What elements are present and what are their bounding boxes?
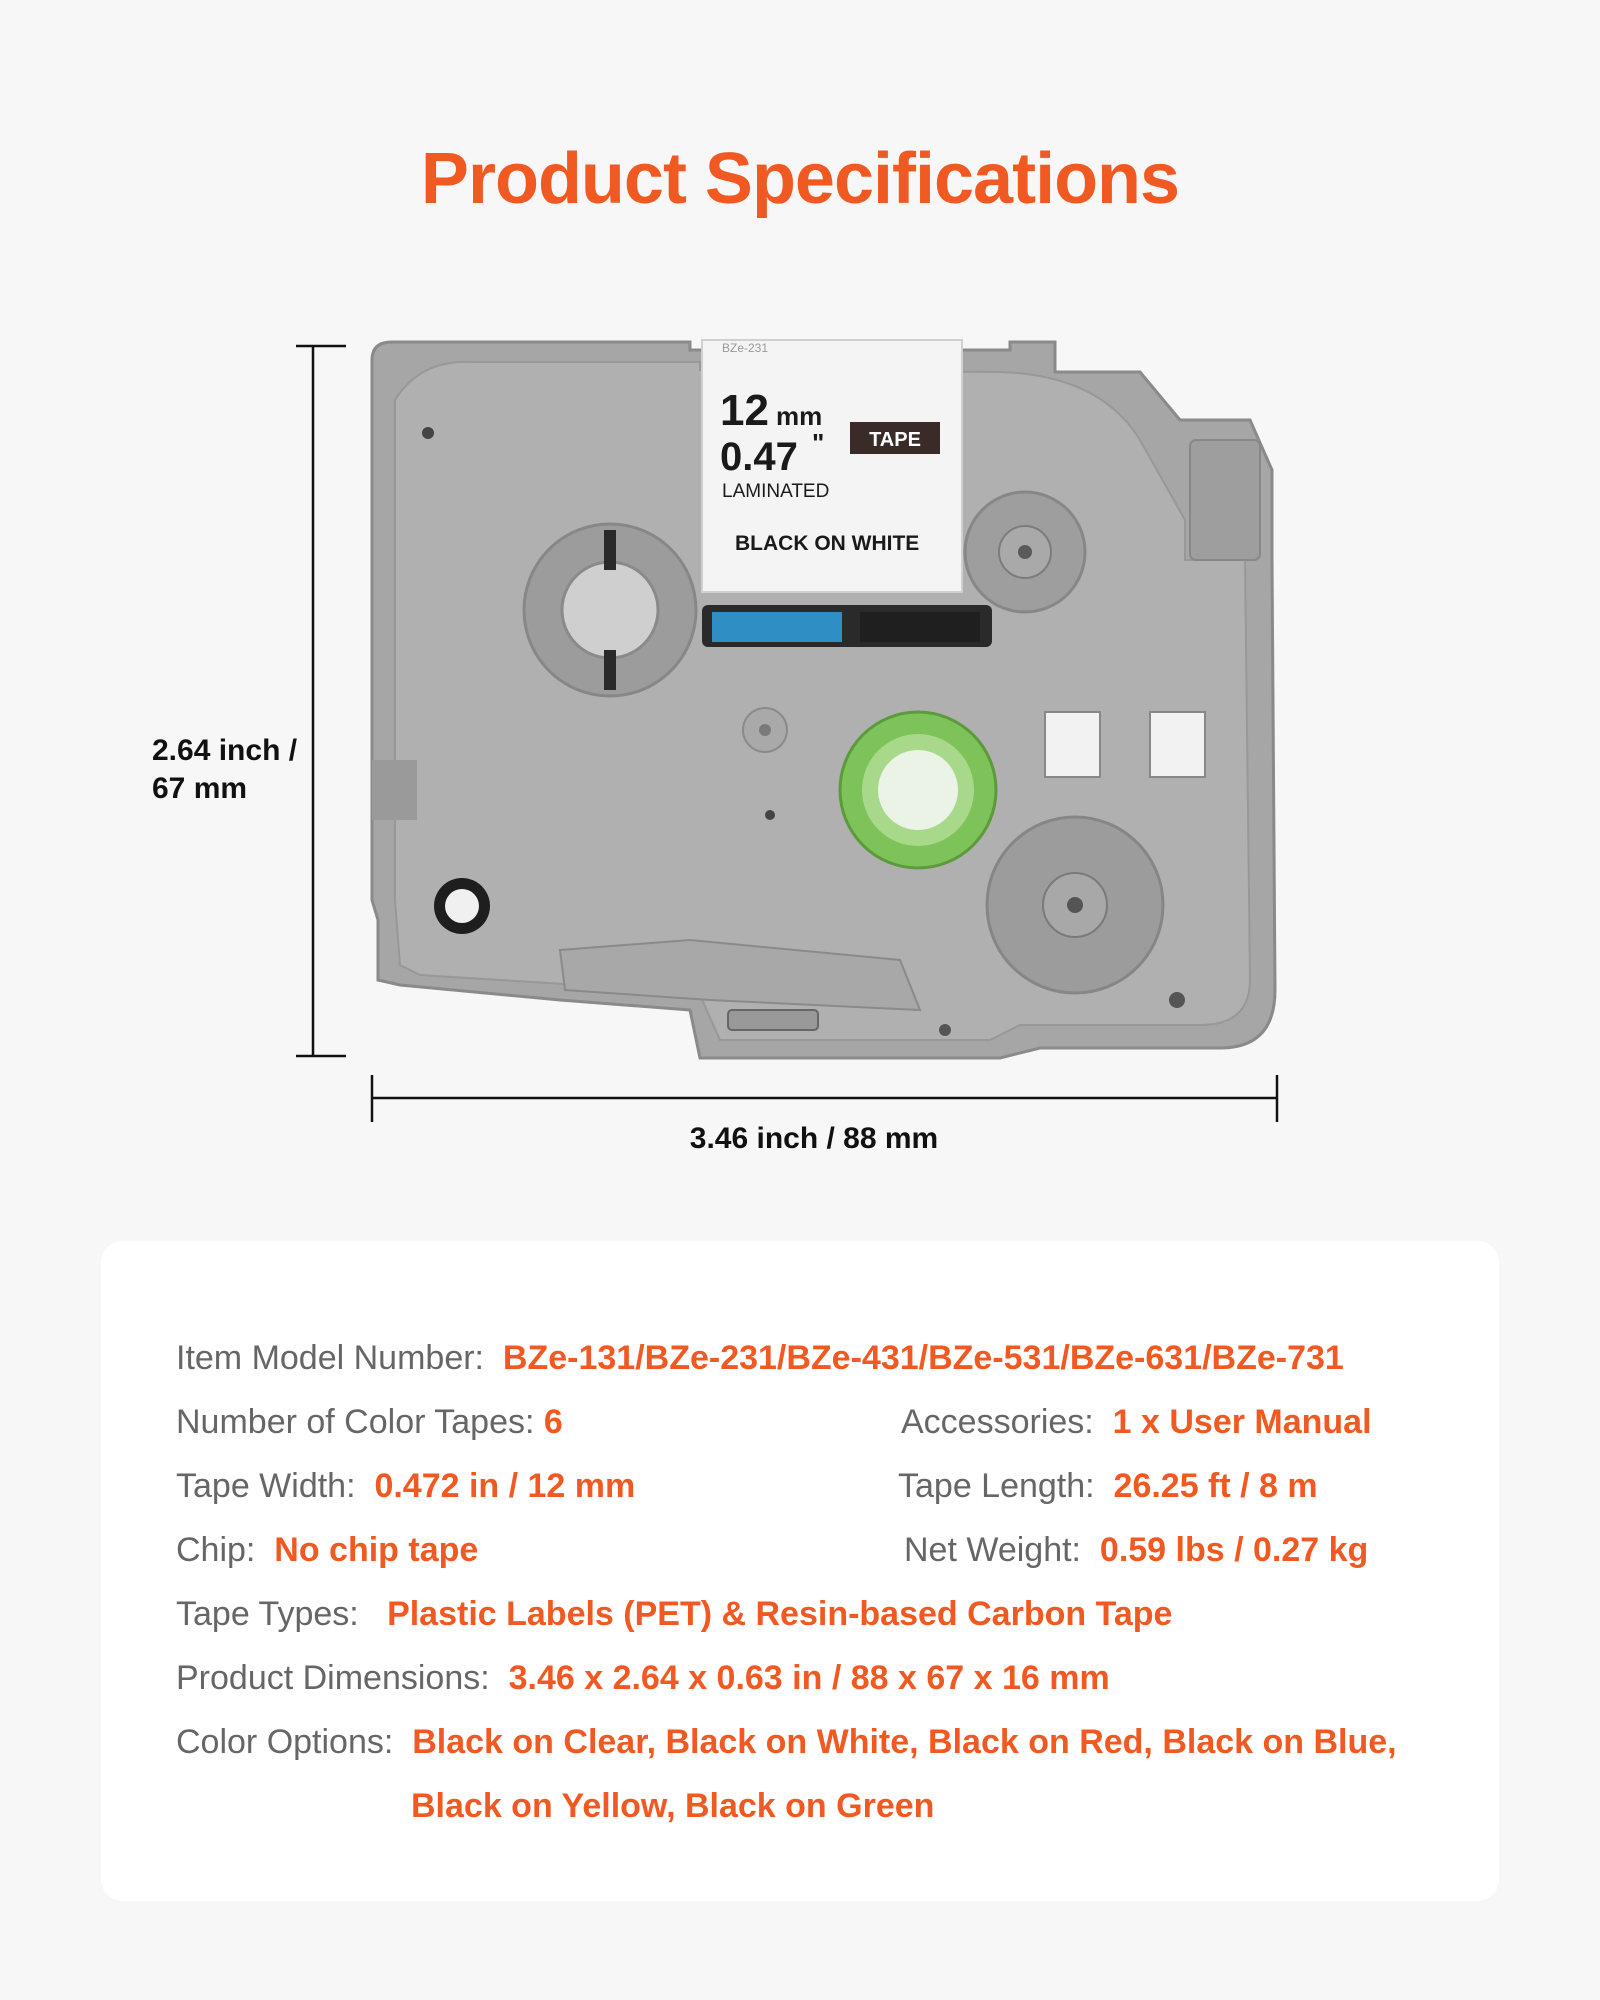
height-dimension-label: 2.64 inch / 67 mm bbox=[152, 732, 297, 808]
label-type: LAMINATED bbox=[722, 481, 829, 502]
spec-chip: Chip: No chip tape bbox=[176, 1531, 478, 1570]
left-ring bbox=[434, 878, 490, 934]
label-tape-badge: TAPE bbox=[869, 429, 921, 451]
label-size-in: 0.47 bbox=[720, 435, 798, 479]
spec-model-value: BZe-131/BZe-231/BZe-431/BZe-531/BZe-631/… bbox=[502, 1339, 1344, 1377]
spec-model: Item Model Number: BZe-131/BZe-231/BZe-4… bbox=[176, 1339, 1344, 1378]
spec-product-dimensions-value: 3.46 x 2.64 x 0.63 in / 88 x 67 x 16 mm bbox=[508, 1659, 1110, 1697]
width-dimension-label: 3.46 inch / 88 mm bbox=[689, 1122, 939, 1155]
height-dimension-line bbox=[296, 344, 346, 1058]
label-size-in-unit: " bbox=[812, 428, 824, 458]
page-title: Product Specifications bbox=[420, 139, 1180, 219]
spec-product-dimensions-label: Product Dimensions: bbox=[176, 1659, 490, 1697]
height-line-1: 2.64 inch / bbox=[152, 734, 298, 767]
spec-color-tapes-label: Number of Color Tapes: bbox=[176, 1403, 535, 1441]
spec-tape-width: Tape Width: 0.472 in / 12 mm bbox=[176, 1467, 635, 1506]
spec-accessories: Accessories: 1 x User Manual bbox=[901, 1403, 1372, 1442]
spec-color-tapes-value: 6 bbox=[543, 1403, 563, 1441]
spec-chip-label: Chip: bbox=[176, 1531, 256, 1569]
spec-color-options-label: Color Options: bbox=[176, 1723, 394, 1761]
cartridge-label: BZe-231 12 mm 0.47 " TAPE LAMINATED BLAC… bbox=[701, 339, 963, 593]
spec-tape-types: Tape Types: Plastic Labels (PET) & Resin… bbox=[176, 1595, 1172, 1634]
spec-net-weight: Net Weight: 0.59 lbs / 0.27 kg bbox=[904, 1531, 1368, 1570]
spec-net-weight-value: 0.59 lbs / 0.27 kg bbox=[1099, 1531, 1369, 1569]
spec-tape-length: Tape Length: 26.25 ft / 8 m bbox=[898, 1467, 1318, 1506]
spec-accessories-value: 1 x User Manual bbox=[1112, 1403, 1372, 1441]
top-right-spool bbox=[963, 490, 1087, 614]
spec-color-tapes: Number of Color Tapes: 6 bbox=[176, 1403, 563, 1442]
label-top-code: BZe-231 bbox=[722, 341, 768, 355]
label-color: BLACK ON WHITE bbox=[735, 532, 919, 555]
spec-accessories-label: Accessories: bbox=[901, 1403, 1094, 1441]
spec-color-options-continued: Black on Yellow, Black on Green bbox=[411, 1787, 934, 1826]
width-dimension-line bbox=[370, 1075, 1279, 1122]
tape-cartridge-figure: BZe-231 12 mm 0.47 " TAPE LAMINATED BLAC… bbox=[296, 339, 1279, 1122]
specifications-card: Item Model Number: BZe-131/BZe-231/BZe-4… bbox=[101, 1241, 1499, 1901]
left-spool bbox=[522, 522, 698, 698]
green-gear bbox=[838, 710, 998, 870]
spec-color-options: Color Options: Black on Clear, Black on … bbox=[176, 1723, 1397, 1762]
label-size-mm-unit: mm bbox=[776, 401, 822, 431]
bottom-right-spool bbox=[985, 815, 1165, 995]
label-size-mm: 12 bbox=[720, 386, 769, 435]
spec-net-weight-label: Net Weight: bbox=[904, 1531, 1082, 1569]
spec-chip-value: No chip tape bbox=[274, 1531, 479, 1569]
spec-tape-length-label: Tape Length: bbox=[898, 1467, 1095, 1505]
spec-tape-types-label: Tape Types: bbox=[176, 1595, 359, 1633]
spec-tape-length-value: 26.25 ft / 8 m bbox=[1113, 1467, 1318, 1505]
height-line-2: 67 mm bbox=[152, 772, 248, 805]
spec-color-options-line-1: Black on Clear, Black on White, Black on… bbox=[412, 1723, 1397, 1761]
spec-tape-width-value: 0.472 in / 12 mm bbox=[374, 1467, 636, 1505]
spec-tape-width-label: Tape Width: bbox=[176, 1467, 356, 1505]
spec-color-options-line-2: Black on Yellow, Black on Green bbox=[411, 1787, 935, 1825]
spec-model-label: Item Model Number: bbox=[176, 1339, 484, 1377]
tape-window bbox=[702, 605, 992, 647]
spec-tape-types-value: Plastic Labels (PET) & Resin-based Carbo… bbox=[387, 1595, 1173, 1633]
spec-product-dimensions: Product Dimensions: 3.46 x 2.64 x 0.63 i… bbox=[176, 1659, 1110, 1698]
